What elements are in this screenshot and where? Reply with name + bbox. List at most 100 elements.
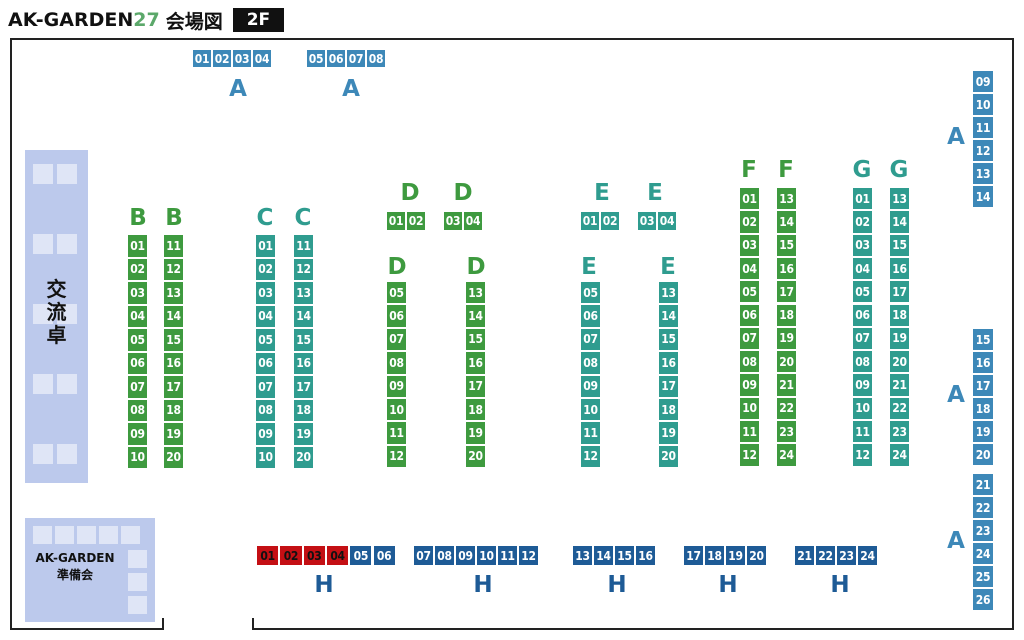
booth-f-1-04[interactable]: 04 [739, 256, 760, 281]
booth-h-4-17[interactable]: 17 [683, 545, 704, 566]
booth-a-right-1-09[interactable]: 09 [972, 70, 994, 93]
booth-b-2-14[interactable]: 14 [163, 304, 184, 328]
booth-a-right-2-16[interactable]: 16 [972, 351, 994, 374]
booth-e-2-15[interactable]: 15 [658, 327, 679, 352]
booth-c-2-18[interactable]: 18 [293, 398, 314, 422]
booth-e-1-06[interactable]: 06 [580, 304, 601, 328]
booth-e-top-2-04[interactable]: 04 [657, 211, 677, 231]
booth-g-2-13[interactable]: 13 [889, 187, 910, 211]
booth-c-2-13[interactable]: 13 [293, 281, 314, 305]
booth-a-top-2-08[interactable]: 08 [366, 49, 386, 68]
booth-h-2-09[interactable]: 09 [455, 545, 476, 566]
booth-f-1-09[interactable]: 09 [739, 373, 760, 397]
booth-d-2-13[interactable]: 13 [465, 281, 486, 305]
booth-e-top-2-03[interactable]: 03 [637, 211, 657, 231]
booth-g-2-14[interactable]: 14 [889, 210, 910, 234]
booth-f-2-17[interactable]: 17 [776, 280, 797, 304]
booth-a-top-2-06[interactable]: 06 [326, 49, 346, 68]
booth-d-1-05[interactable]: 05 [386, 281, 407, 305]
booth-d-1-11[interactable]: 11 [386, 421, 407, 445]
booth-a-top-2-05[interactable]: 05 [306, 49, 326, 68]
booth-d-top-1-01[interactable]: 01 [386, 211, 406, 231]
booth-a-right-3-26[interactable]: 26 [972, 588, 994, 611]
booth-a-top-1-04[interactable]: 04 [252, 49, 272, 68]
booth-g-2-24[interactable]: 24 [889, 443, 910, 467]
booth-h-1-06[interactable]: 06 [372, 545, 396, 566]
booth-d-1-10[interactable]: 10 [386, 398, 407, 422]
booth-f-2-15[interactable]: 15 [776, 233, 797, 257]
booth-b-1-01[interactable]: 01 [127, 234, 148, 258]
booth-h-3-14[interactable]: 14 [593, 545, 614, 566]
booth-g-2-21[interactable]: 21 [889, 373, 910, 397]
booth-g-1-09[interactable]: 09 [852, 373, 873, 397]
booth-h-2-11[interactable]: 11 [497, 545, 518, 566]
booth-f-1-07[interactable]: 07 [739, 326, 760, 351]
booth-b-1-07[interactable]: 07 [127, 375, 148, 399]
booth-a-right-2-18[interactable]: 18 [972, 397, 994, 420]
booth-d-2-18[interactable]: 18 [465, 398, 486, 422]
booth-h-3-15[interactable]: 15 [614, 545, 635, 566]
booth-f-2-19[interactable]: 19 [776, 326, 797, 351]
booth-f-2-16[interactable]: 16 [776, 256, 797, 281]
booth-c-1-05[interactable]: 05 [255, 328, 276, 352]
booth-b-2-19[interactable]: 19 [163, 422, 184, 446]
booth-e-top-1-01[interactable]: 01 [580, 211, 600, 231]
booth-g-2-18[interactable]: 18 [889, 303, 910, 327]
booth-b-1-06[interactable]: 06 [127, 351, 148, 375]
booth-a-right-3-23[interactable]: 23 [972, 519, 994, 542]
booth-g-2-23[interactable]: 23 [889, 420, 910, 444]
booth-f-1-11[interactable]: 11 [739, 420, 760, 444]
booth-e-1-11[interactable]: 11 [580, 421, 601, 445]
booth-a-right-1-13[interactable]: 13 [972, 162, 994, 185]
booth-d-2-14[interactable]: 14 [465, 304, 486, 328]
booth-g-2-16[interactable]: 16 [889, 256, 910, 281]
booth-b-1-10[interactable]: 10 [127, 445, 148, 469]
booth-d-1-06[interactable]: 06 [386, 304, 407, 328]
booth-d-2-19[interactable]: 19 [465, 421, 486, 445]
booth-b-1-04[interactable]: 04 [127, 304, 148, 328]
booth-a-top-1-01[interactable]: 01 [192, 49, 212, 68]
booth-a-right-2-17[interactable]: 17 [972, 374, 994, 397]
booth-a-right-3-25[interactable]: 25 [972, 565, 994, 588]
booth-h-3-16[interactable]: 16 [635, 545, 656, 566]
booth-b-2-15[interactable]: 15 [163, 328, 184, 352]
booth-h-5-21[interactable]: 21 [794, 545, 815, 566]
booth-e-2-17[interactable]: 17 [658, 374, 679, 398]
booth-h-5-22[interactable]: 22 [815, 545, 836, 566]
booth-a-top-2-07[interactable]: 07 [346, 49, 366, 68]
booth-f-2-22[interactable]: 22 [776, 396, 797, 420]
booth-f-2-24[interactable]: 24 [776, 443, 797, 467]
booth-h-2-08[interactable]: 08 [434, 545, 455, 566]
booth-g-2-17[interactable]: 17 [889, 280, 910, 304]
booth-a-right-3-22[interactable]: 22 [972, 496, 994, 519]
booth-f-2-14[interactable]: 14 [776, 210, 797, 234]
booth-g-1-12[interactable]: 12 [852, 443, 873, 467]
booth-c-1-03[interactable]: 03 [255, 281, 276, 305]
booth-e-2-14[interactable]: 14 [658, 304, 679, 328]
booth-g-2-22[interactable]: 22 [889, 396, 910, 420]
booth-b-2-18[interactable]: 18 [163, 398, 184, 422]
booth-h-2-12[interactable]: 12 [518, 545, 539, 566]
booth-a-right-1-12[interactable]: 12 [972, 139, 994, 162]
booth-c-1-01[interactable]: 01 [255, 234, 276, 258]
booth-h-3-13[interactable]: 13 [572, 545, 593, 566]
booth-h-1-03[interactable]: 03 [302, 545, 326, 566]
booth-c-1-09[interactable]: 09 [255, 422, 276, 446]
booth-e-1-10[interactable]: 10 [580, 398, 601, 422]
booth-d-top-2-04[interactable]: 04 [463, 211, 483, 231]
booth-e-top-1-02[interactable]: 02 [600, 211, 620, 231]
booth-e-1-09[interactable]: 09 [580, 374, 601, 398]
booth-d-1-12[interactable]: 12 [386, 444, 407, 469]
booth-e-1-12[interactable]: 12 [580, 444, 601, 469]
booth-c-2-17[interactable]: 17 [293, 375, 314, 399]
booth-d-1-08[interactable]: 08 [386, 351, 407, 375]
booth-a-right-1-14[interactable]: 14 [972, 185, 994, 208]
booth-a-top-1-03[interactable]: 03 [232, 49, 252, 68]
booth-f-2-23[interactable]: 23 [776, 420, 797, 444]
booth-e-2-18[interactable]: 18 [658, 398, 679, 422]
booth-a-right-2-20[interactable]: 20 [972, 443, 994, 466]
booth-a-right-3-21[interactable]: 21 [972, 473, 994, 496]
booth-b-2-11[interactable]: 11 [163, 234, 184, 258]
booth-f-1-01[interactable]: 01 [739, 187, 760, 211]
booth-d-2-15[interactable]: 15 [465, 327, 486, 352]
